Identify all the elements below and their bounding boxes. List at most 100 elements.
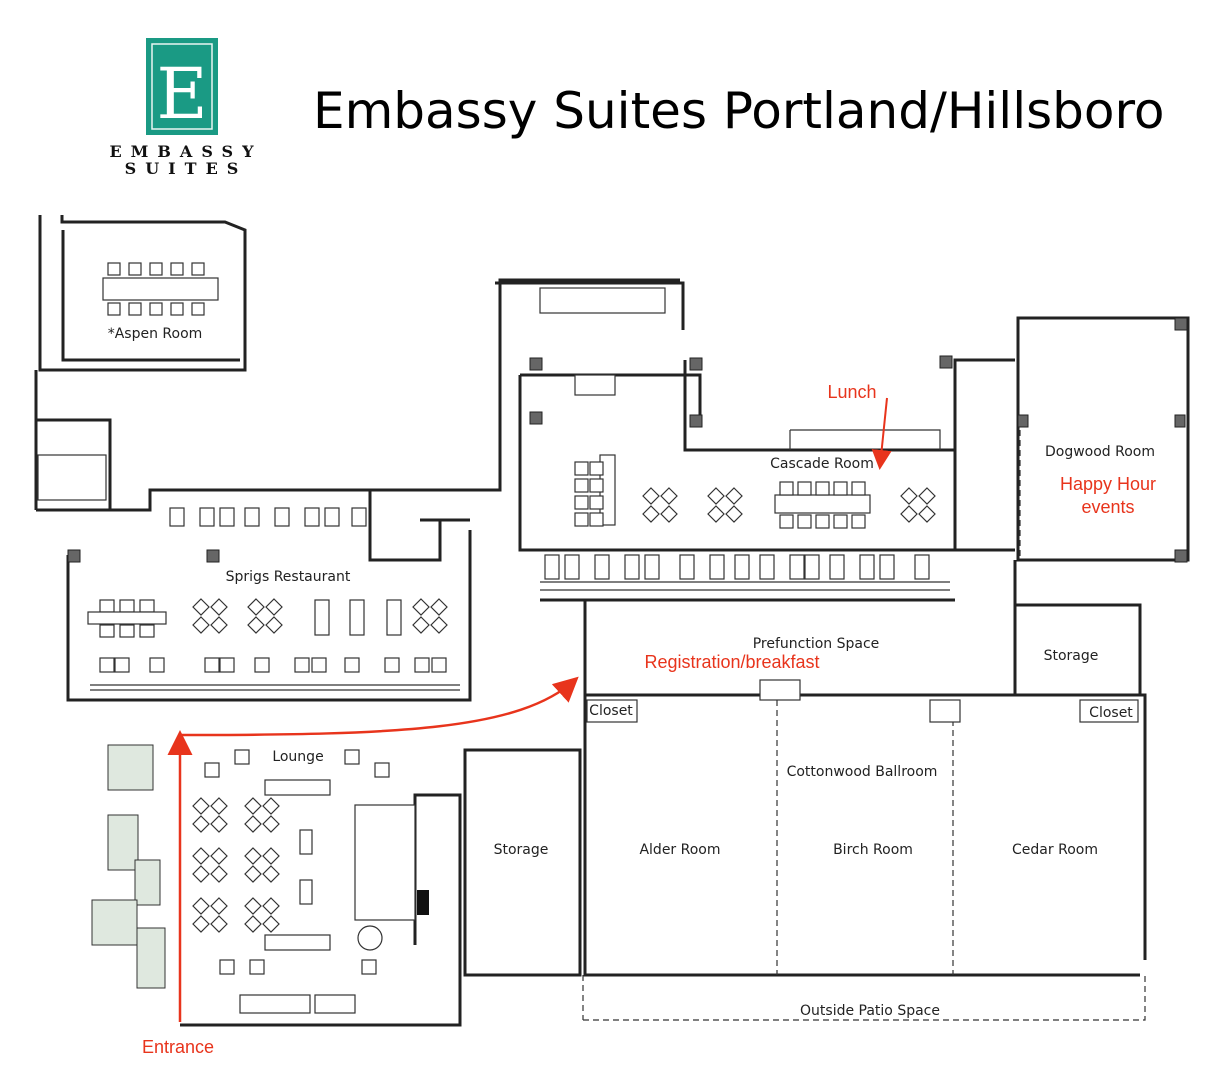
furniture	[244, 507, 260, 527]
svg-text:E: E	[156, 53, 207, 135]
furniture	[274, 507, 290, 527]
furniture	[299, 879, 313, 905]
room-label-aspen: *Aspen Room	[108, 326, 203, 342]
furniture	[779, 514, 794, 529]
furniture	[344, 657, 360, 673]
furniture	[679, 554, 695, 580]
room-label-storage-right: Storage	[1044, 648, 1099, 664]
furniture	[574, 495, 589, 510]
sprigs-restaurant	[36, 278, 680, 702]
room-label-sprigs: Sprigs Restaurant	[226, 569, 351, 585]
table-group	[900, 487, 936, 523]
lounge	[91, 744, 462, 1027]
table-group	[192, 897, 228, 933]
furniture	[191, 262, 205, 276]
room-label-birch: Birch Room	[833, 842, 913, 858]
furniture	[574, 512, 589, 527]
furniture	[314, 599, 330, 636]
furniture	[859, 554, 875, 580]
furniture	[789, 554, 805, 580]
table-group	[192, 847, 228, 883]
furniture	[829, 554, 845, 580]
page-title: Embassy Suites Portland/Hillsboro	[313, 82, 1165, 140]
furniture	[361, 959, 377, 975]
table-group	[244, 897, 280, 933]
furniture	[879, 554, 895, 580]
annotation-happy-hour: Happy Hour	[1060, 474, 1156, 494]
furniture	[851, 514, 866, 529]
furniture	[564, 554, 580, 580]
furniture	[149, 302, 163, 316]
room-label-dogwood: Dogwood Room	[1045, 444, 1155, 460]
furniture	[544, 554, 560, 580]
furniture	[644, 554, 660, 580]
room-label-storage-center: Storage	[494, 842, 549, 858]
furniture	[574, 478, 589, 493]
furniture	[324, 507, 340, 527]
furniture	[574, 461, 589, 476]
furniture	[833, 514, 848, 529]
room-label-cedar: Cedar Room	[1012, 842, 1098, 858]
table-group	[707, 487, 743, 523]
furniture	[294, 657, 310, 673]
furniture	[119, 624, 135, 638]
room-label-prefunction: Prefunction Space	[753, 636, 880, 652]
annotation-events: events	[1081, 497, 1134, 517]
furniture	[759, 554, 775, 580]
furniture	[204, 762, 220, 778]
furniture	[107, 262, 121, 276]
embassy-suites-logo: E EMBASSY SUITES	[109, 38, 262, 178]
furniture	[199, 507, 215, 527]
lunch-arrow	[871, 397, 892, 470]
furniture	[344, 749, 360, 765]
room-label-closet-right: Closet	[1089, 705, 1133, 721]
furniture	[833, 481, 848, 496]
furniture	[351, 507, 367, 527]
furniture	[709, 554, 725, 580]
aspen-room	[34, 215, 247, 512]
room-label-alder: Alder Room	[639, 842, 720, 858]
furniture	[191, 302, 205, 316]
furniture	[170, 302, 184, 316]
furniture	[797, 514, 812, 529]
furniture	[169, 507, 185, 527]
furniture	[119, 599, 135, 613]
furniture	[624, 554, 640, 580]
furniture	[254, 657, 270, 673]
furniture	[107, 302, 121, 316]
svg-text:SUITES: SUITES	[125, 159, 248, 178]
furniture	[139, 624, 155, 638]
furniture	[914, 554, 930, 580]
furniture	[589, 495, 604, 510]
furniture	[431, 657, 447, 673]
furniture	[589, 461, 604, 476]
furniture	[374, 762, 390, 778]
furniture	[99, 657, 115, 673]
furniture	[99, 624, 115, 638]
dogwood-room	[953, 316, 1190, 563]
furniture	[87, 611, 167, 625]
furniture	[384, 657, 400, 673]
furniture	[128, 262, 142, 276]
furniture	[170, 262, 184, 276]
ballroom-area	[463, 560, 1147, 1021]
table-group	[244, 847, 280, 883]
svg-text:EMBASSY: EMBASSY	[109, 142, 262, 161]
table-group	[412, 598, 448, 634]
registration-arrow	[179, 676, 579, 737]
furniture	[589, 478, 604, 493]
furniture	[851, 481, 866, 496]
furniture	[815, 514, 830, 529]
furniture	[815, 481, 830, 496]
furniture	[386, 599, 402, 636]
furniture	[414, 657, 430, 673]
annotation-entrance: Entrance	[142, 1037, 214, 1057]
furniture	[304, 507, 320, 527]
furniture	[234, 749, 250, 765]
annotation-lunch: Lunch	[827, 382, 876, 402]
table-group	[642, 487, 678, 523]
table-group	[244, 797, 280, 833]
furniture	[311, 657, 327, 673]
furniture	[219, 959, 235, 975]
furniture	[128, 302, 142, 316]
